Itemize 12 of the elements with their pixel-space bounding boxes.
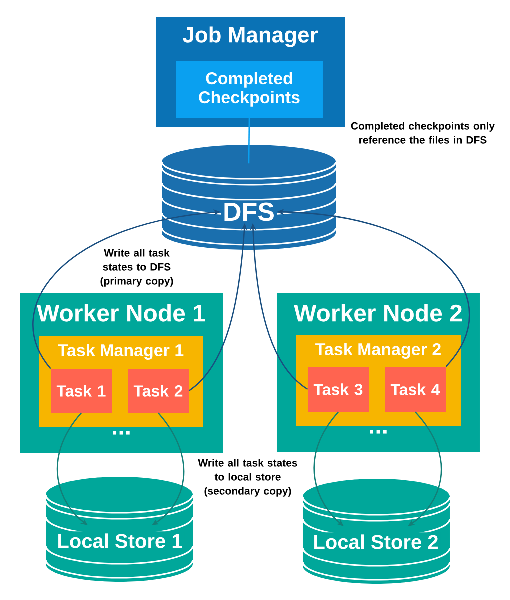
checkpoint-box: Completed Checkpoints <box>176 61 323 118</box>
note-text: Write all task states to local store (secondary copy) <box>198 459 298 497</box>
connector-line <box>248 118 250 164</box>
database-cylinder: DFS <box>161 145 337 250</box>
task-box: Task 2 <box>128 369 189 413</box>
note-text: Write all task states to DFS (primary copy) <box>100 249 174 287</box>
task-box: Task 4 <box>385 367 446 412</box>
database-cylinder: Local Store 1 <box>45 477 194 582</box>
note-text: Completed checkpoints only reference the files in DFS <box>351 122 495 144</box>
task-box: Task 1 <box>51 369 112 413</box>
task-box: Task 3 <box>308 367 369 412</box>
database-cylinder: Local Store 2 <box>302 479 451 584</box>
